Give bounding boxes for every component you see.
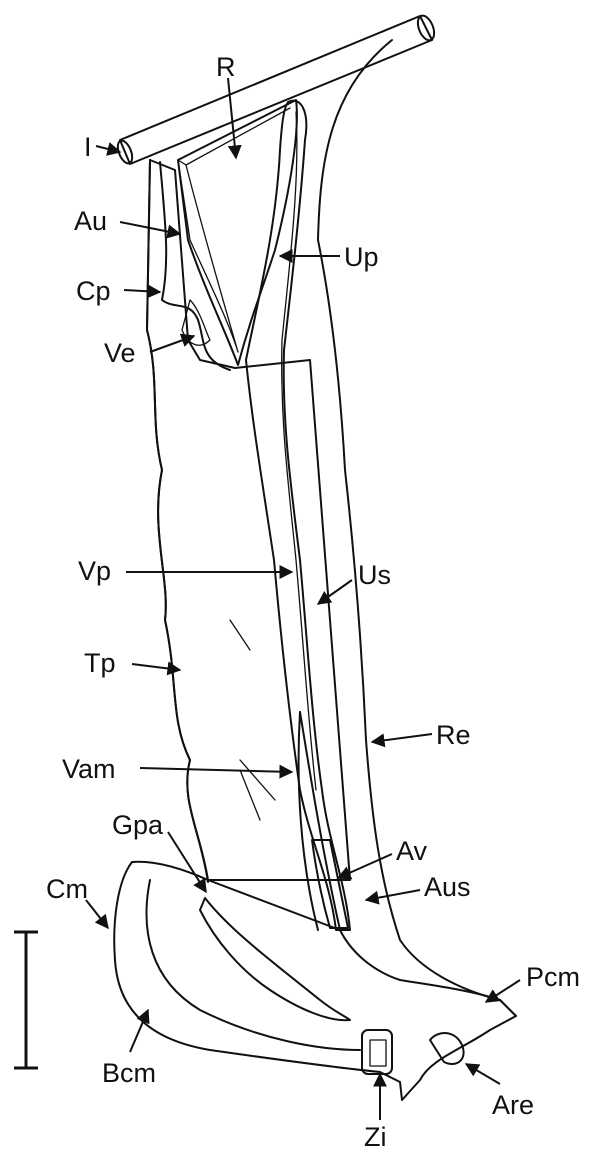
- label-gpa: Gpa: [112, 810, 164, 840]
- arrow-av: [338, 854, 392, 878]
- label-zi: Zi: [364, 1122, 387, 1152]
- arrow-re: [372, 734, 432, 742]
- arrow-bcm: [130, 1010, 148, 1052]
- label-av: Av: [396, 836, 428, 866]
- left-folds: [160, 162, 230, 370]
- arrow-aus: [366, 890, 420, 900]
- arrow-vam: [140, 768, 292, 772]
- arrow-r: [228, 78, 236, 158]
- chamber-r: [178, 100, 297, 365]
- label-ve: Ve: [104, 338, 136, 368]
- arrow-ve: [150, 336, 194, 352]
- labels: R I Au Up Cp Ve Vp Us Tp Re Vam Gpa Av C…: [46, 52, 580, 1152]
- arrow-au: [120, 222, 180, 234]
- arrow-us: [318, 580, 352, 604]
- label-are: Are: [492, 1090, 534, 1120]
- label-r: R: [216, 52, 236, 82]
- arrow-i: [96, 146, 120, 152]
- label-cm: Cm: [46, 874, 88, 904]
- label-au: Au: [74, 206, 107, 236]
- label-us: Us: [358, 560, 391, 590]
- rod-structure: [115, 13, 437, 165]
- arrow-are: [466, 1064, 500, 1084]
- label-re: Re: [436, 720, 471, 750]
- arrow-cm: [86, 900, 108, 928]
- label-i: I: [84, 132, 92, 162]
- scale-bar: [14, 932, 38, 1068]
- arrow-gpa: [168, 832, 206, 892]
- body-outline: [147, 40, 516, 1016]
- label-pcm: Pcm: [526, 962, 580, 992]
- label-up: Up: [344, 242, 379, 272]
- label-cp: Cp: [76, 276, 111, 306]
- label-vam: Vam: [62, 754, 116, 784]
- label-tp: Tp: [84, 648, 116, 678]
- canal-system: [246, 101, 350, 930]
- label-aus: Aus: [424, 872, 471, 902]
- arrow-pcm: [486, 980, 520, 1002]
- label-bcm: Bcm: [102, 1058, 156, 1088]
- label-vp: Vp: [78, 556, 111, 586]
- arrow-cp: [124, 290, 160, 292]
